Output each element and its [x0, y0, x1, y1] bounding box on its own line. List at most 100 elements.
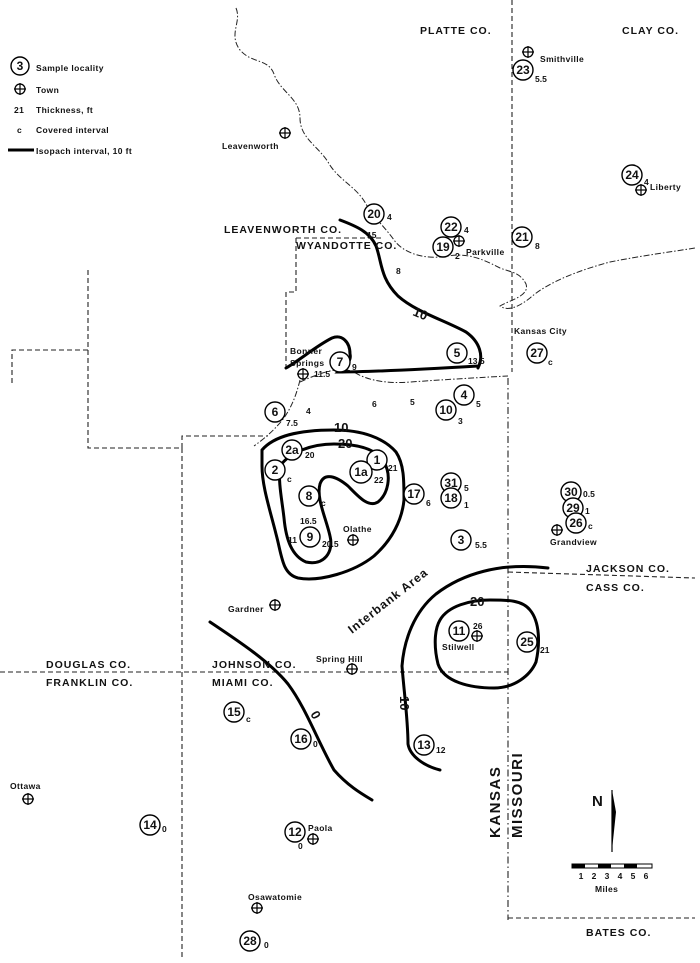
sample-locality: 16 0	[290, 728, 318, 750]
svg-text:29: 29	[566, 501, 580, 515]
stranger-creek	[253, 379, 301, 447]
town-icon	[346, 663, 358, 675]
svg-text:20.5: 20.5	[322, 539, 339, 549]
svg-text:c: c	[588, 521, 593, 531]
county-label: CASS CO.	[586, 582, 645, 594]
isopach-label: 20	[338, 436, 352, 451]
sample-locality: 3 5.5	[450, 529, 487, 551]
sample-locality: 28 0	[239, 930, 269, 952]
scale-tick: 5	[631, 871, 636, 881]
svg-text:0: 0	[264, 940, 269, 950]
svg-text:c: c	[287, 474, 292, 484]
svg-text:17: 17	[407, 487, 421, 501]
svg-text:5: 5	[454, 346, 461, 360]
isopach-label: 10	[334, 420, 348, 435]
svg-text:c: c	[246, 714, 251, 724]
scale-unit: Miles	[595, 884, 618, 894]
town-label-leavenworth: Leavenworth	[222, 141, 279, 151]
svg-text:16: 16	[294, 732, 308, 746]
svg-text:0: 0	[298, 841, 303, 851]
scale-bar: 1 2 3 4 5 6 Miles	[571, 863, 653, 894]
svg-text:26: 26	[569, 516, 583, 530]
thickness-value: 8	[396, 266, 401, 276]
county-label: JOHNSON CO.	[212, 659, 297, 671]
svg-text:7.5: 7.5	[286, 418, 298, 428]
thickness-value: 5	[410, 397, 415, 407]
county-label: WYANDOTTE CO.	[296, 240, 397, 252]
svg-text:21: 21	[515, 230, 529, 244]
svg-text:c: c	[548, 357, 553, 367]
town-label-gardner: Gardner	[228, 604, 264, 614]
county-label: LEAVENWORTH CO.	[224, 224, 342, 236]
sample-locality: 30 0.5	[560, 481, 595, 503]
svg-text:1a: 1a	[354, 465, 368, 479]
sample-locality: 5 13.5	[446, 342, 485, 366]
sample-locality: 15 c	[223, 701, 251, 724]
sample-locality: 7 9	[329, 351, 357, 373]
town-icon	[522, 46, 534, 58]
svg-text:5.5: 5.5	[535, 74, 547, 84]
svg-text:10: 10	[439, 403, 453, 417]
svg-text:0: 0	[162, 824, 167, 834]
town-label-stilwell: Stilwell	[442, 642, 475, 652]
svg-text:8: 8	[306, 489, 313, 503]
town-icon	[22, 793, 34, 805]
town-label-kansas-city: Kansas City	[514, 326, 567, 336]
legend-thickness-symbol: 21	[14, 105, 24, 115]
legend-sample-label: Sample locality	[36, 63, 104, 73]
county-label: CLAY CO.	[622, 25, 679, 37]
sample-locality: 13 12	[413, 734, 446, 756]
sample-locality: 31 5	[440, 472, 469, 494]
svg-text:18: 18	[444, 491, 458, 505]
thickness-value: 4	[306, 406, 311, 416]
town-icon	[307, 833, 319, 845]
sample-locality: 6 7.5	[264, 401, 298, 428]
sample-locality: 22 4	[440, 216, 469, 238]
svg-text:25: 25	[520, 635, 534, 649]
svg-text:4: 4	[464, 225, 469, 235]
sample-locality: 27 c	[526, 342, 553, 367]
scale-tick: 4	[618, 871, 623, 881]
town-icon	[279, 127, 291, 139]
sample-locality: 8 c	[298, 485, 326, 508]
svg-text:7: 7	[337, 355, 344, 369]
thickness-value: 11.5	[314, 369, 330, 379]
svg-text:20: 20	[367, 207, 381, 221]
svg-text:13: 13	[417, 738, 431, 752]
svg-text:6: 6	[426, 498, 431, 508]
town-icon	[453, 235, 465, 247]
svg-text:9: 9	[352, 362, 357, 372]
town-label-spring-hill: Spring Hill	[316, 654, 363, 664]
isopach-20-olathe	[278, 442, 390, 565]
isopach-20-stilwell	[433, 598, 540, 690]
legend-thickness-label: Thickness, ft	[36, 105, 93, 115]
town-icon	[551, 524, 563, 536]
county-label: PLATTE CO.	[420, 25, 492, 37]
thickness-value: 16.5	[300, 516, 317, 526]
town-icon	[635, 184, 647, 196]
sample-locality: 10 3	[435, 399, 463, 426]
svg-text:30: 30	[564, 485, 578, 499]
svg-text:26: 26	[473, 621, 483, 631]
legend-isopach-label: Isopach interval, 10 ft	[36, 146, 132, 156]
thickness-value: 15	[367, 230, 377, 240]
town-label-smithville: Smithville	[540, 54, 584, 64]
state-label-kansas: KANSAS	[487, 766, 504, 838]
sample-locality: 14 0	[139, 814, 167, 836]
scale-tick: 3	[605, 871, 610, 881]
sample-locality: 4 5	[453, 384, 481, 409]
svg-text:11: 11	[453, 624, 466, 638]
town-icon	[14, 83, 26, 95]
svg-text:5.5: 5.5	[475, 540, 487, 550]
svg-text:3: 3	[458, 416, 463, 426]
isopach-label: 10	[397, 696, 412, 710]
sample-locality: 17 6	[403, 483, 431, 508]
jackson-cass-line	[507, 571, 696, 579]
sample-locality: 26 c	[565, 512, 593, 534]
isopach-10-north	[338, 218, 483, 370]
johnson-north-line	[87, 350, 268, 449]
svg-text:9: 9	[307, 530, 314, 544]
state-label-missouri: MISSOURI	[509, 752, 526, 838]
svg-text:5: 5	[464, 483, 469, 493]
